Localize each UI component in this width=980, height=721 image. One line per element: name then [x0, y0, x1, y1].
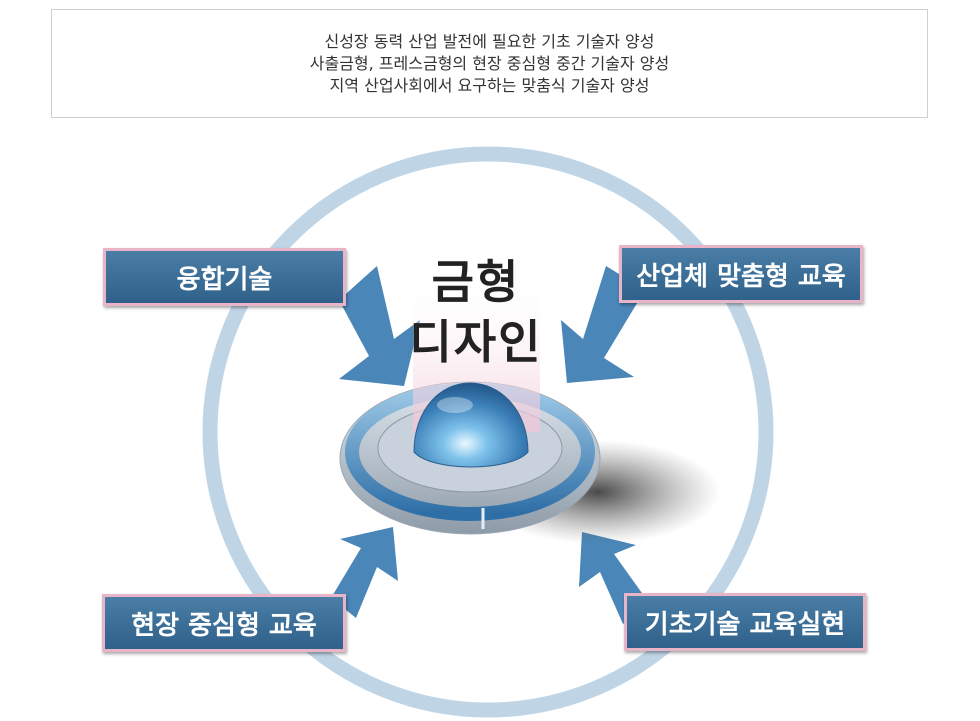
center-title-line2: 디자인 [409, 315, 543, 369]
label-top-right: 산업체 맞춤형 교육 [619, 245, 863, 303]
center-title-line1: 금형 [431, 255, 521, 309]
dome-highlight [437, 397, 473, 413]
dome [413, 382, 529, 468]
intro-line-1: 신성장 동력 산업 발전에 필요한 기초 기술자 양성 [324, 31, 655, 51]
arrow-top-left [339, 266, 420, 386]
intro-box: 신성장 동력 산업 발전에 필요한 기초 기술자 양성 사출금형, 프레스금형의… [51, 9, 928, 118]
intro-line-3: 지역 산업사회에서 요구하는 맞춤식 기술자 양성 [329, 75, 650, 95]
center-title: 금형 디자인 [396, 252, 556, 372]
label-bottom-left: 현장 중심형 교육 [102, 594, 346, 652]
label-top-left: 융합기술 [103, 248, 346, 306]
arrow-bottom-left [331, 527, 398, 618]
intro-line-2: 사출금형, 프레스금형의 현장 중심형 중간 기술자 양성 [309, 53, 670, 73]
outer-ring [202, 146, 774, 718]
label-bottom-right: 기초기술 교육실현 [624, 593, 866, 651]
